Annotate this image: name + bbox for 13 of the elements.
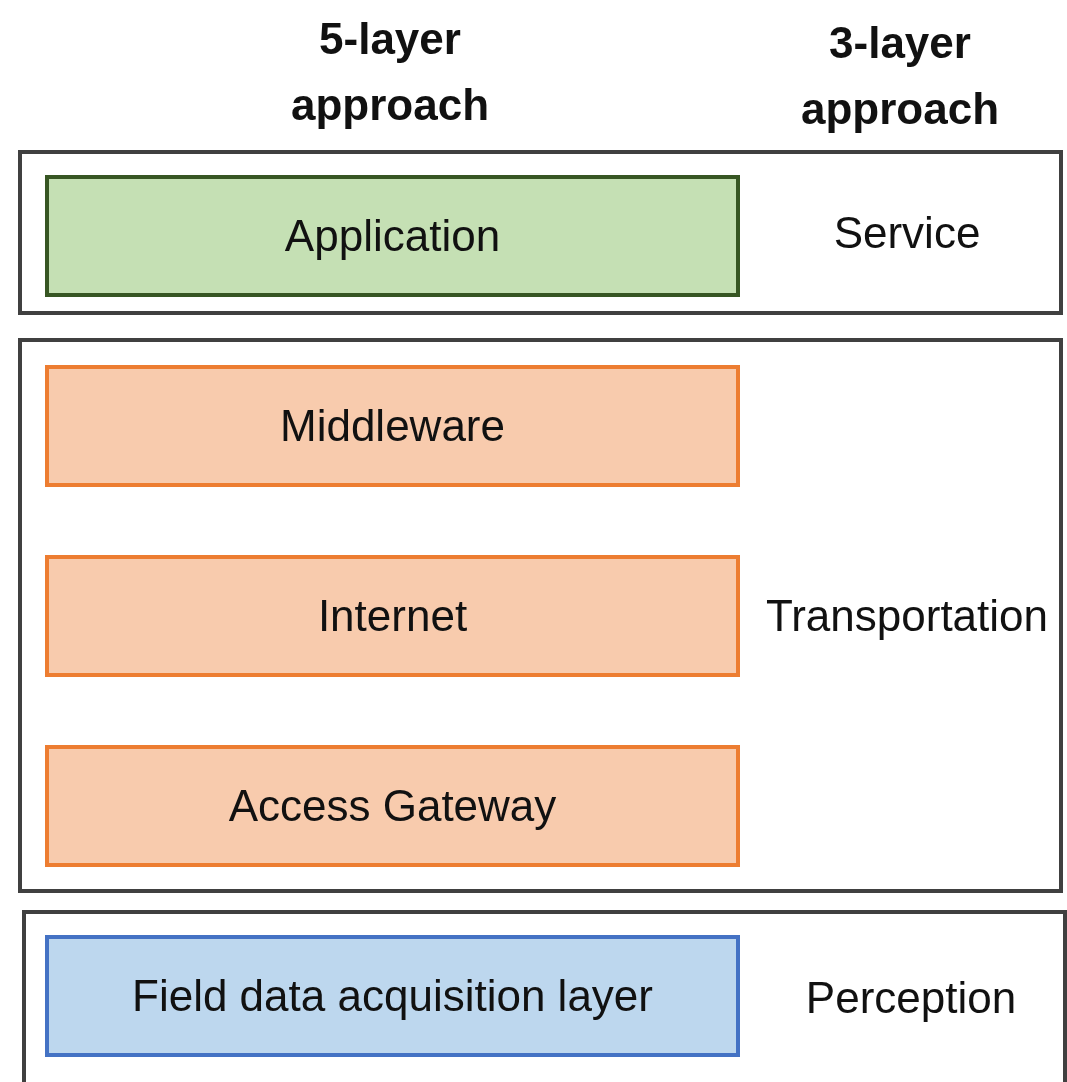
- layer-group-box: [18, 338, 1063, 893]
- layer-box: Access Gateway: [45, 745, 740, 867]
- layer-label: Service: [832, 206, 982, 259]
- layer-box: Field data acquisition layer: [45, 935, 740, 1057]
- layer-label: Perception: [804, 971, 1018, 1024]
- layer-group-box: [22, 910, 1067, 1082]
- layer-box: Application: [45, 175, 740, 297]
- layer-group-box: [18, 150, 1063, 315]
- column-heading: 5-layer approach: [289, 13, 490, 131]
- layer-label: Transportation: [764, 589, 1050, 642]
- layer-box: Internet: [45, 555, 740, 677]
- column-heading: 3-layer approach: [799, 17, 1000, 135]
- layer-box: Middleware: [45, 365, 740, 487]
